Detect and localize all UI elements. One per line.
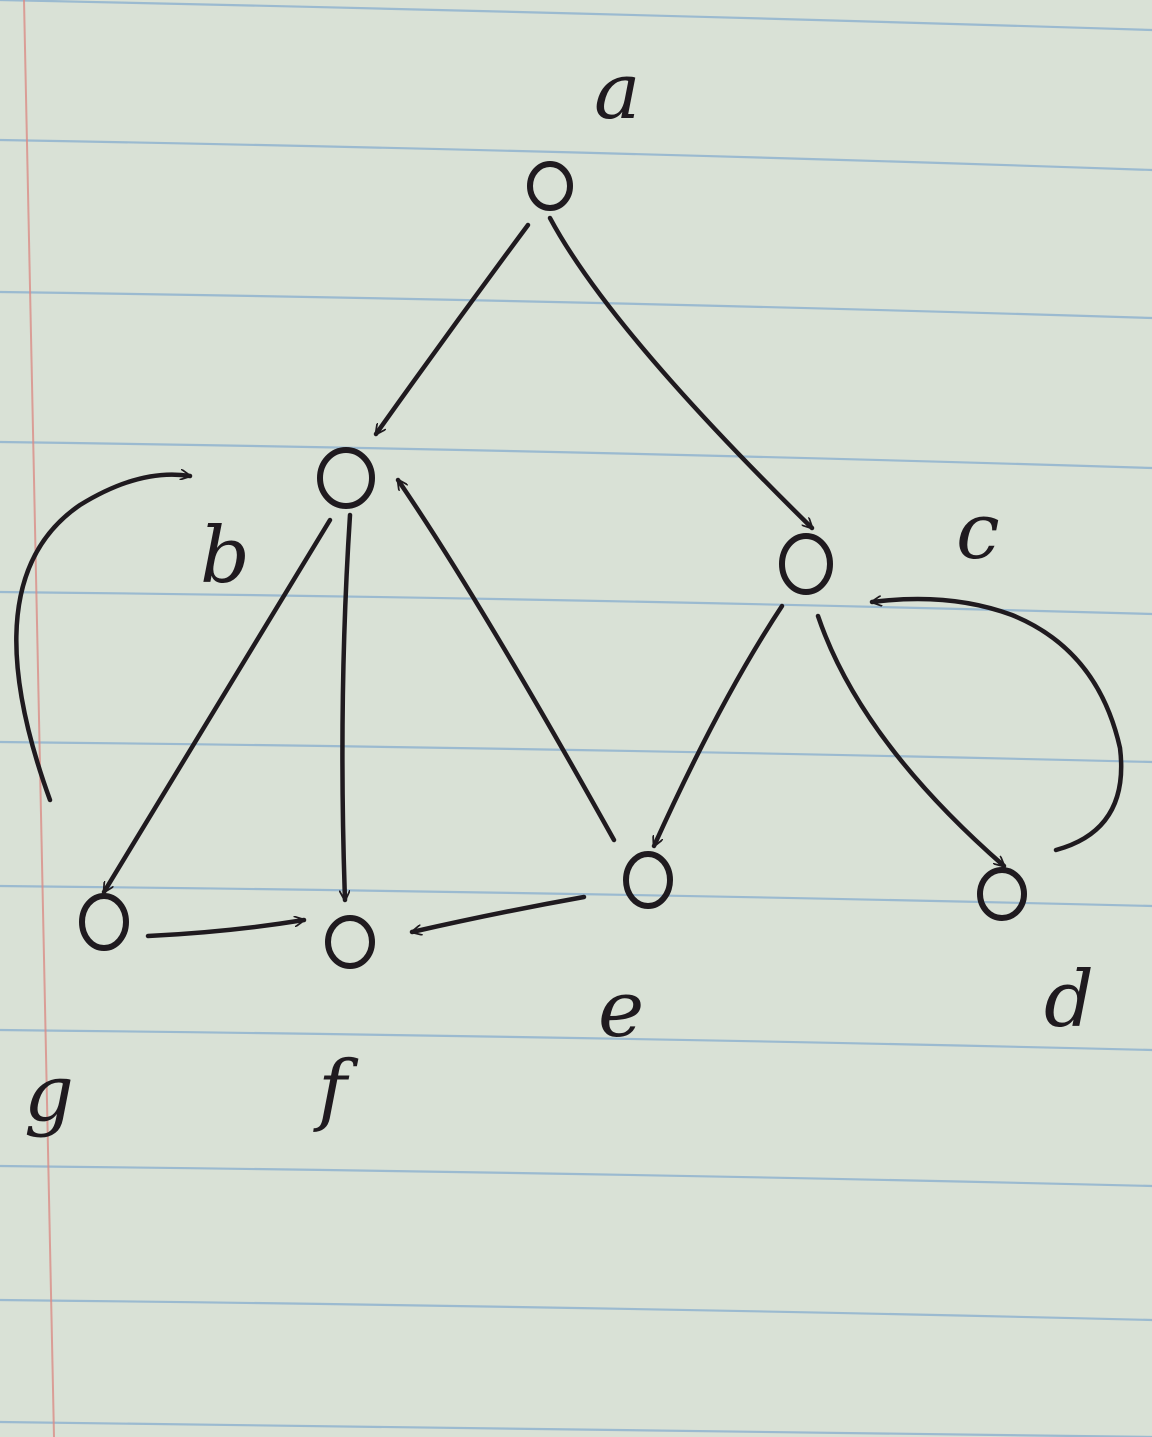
node-d[interactable] [977,867,1027,921]
label-b: b [200,511,250,601]
edge-d-c [869,599,1124,853]
label-g: g [24,1049,74,1139]
edge-e-f [409,894,587,932]
label-a: a [594,47,641,137]
node-c[interactable] [779,533,833,595]
node-e[interactable] [623,851,673,909]
edge-g-b [14,475,193,803]
node-g[interactable] [79,893,129,951]
edge-b-g [101,517,333,895]
nodes-layer [79,161,1027,969]
edge-b-f [342,512,353,903]
node-f[interactable] [325,915,375,969]
node-b[interactable] [317,447,375,509]
edge-g-f [145,920,307,939]
edge-a-b [373,222,531,437]
edge-a-c [547,215,815,531]
edge-e-b [395,477,617,843]
edge-c-d [815,613,1007,869]
node-a[interactable] [527,161,573,211]
label-e: e [598,965,644,1055]
label-d: d [1044,955,1094,1045]
edge-c-e [651,603,785,849]
edges-layer [14,215,1124,939]
label-c: c [956,487,1000,577]
